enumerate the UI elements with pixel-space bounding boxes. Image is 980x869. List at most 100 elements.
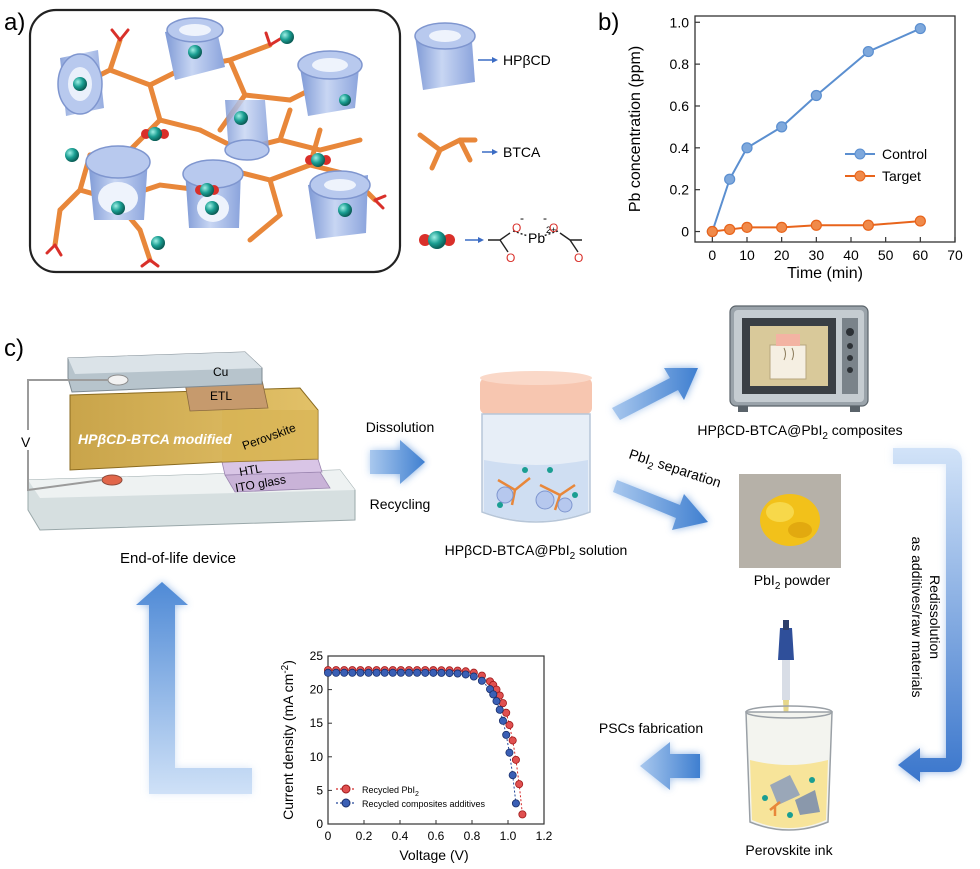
recycling-label: Recycling [370,496,431,512]
chart-c-ytick-label: 5 [316,783,323,797]
jv-data-point-1 [498,716,507,725]
voltage-label: V [21,434,31,450]
solution-vial [480,371,592,523]
voltage-label-bg [18,430,38,450]
data-point-control [776,121,788,133]
ink-caption: Perovskite ink [745,842,833,858]
carboxylate-structure [488,230,582,253]
chart-b-ytick-label: 0 [681,224,689,240]
chart-b-xtick-label: 70 [947,247,963,263]
o-minus-right: O [549,221,558,235]
jv-data-point-1 [469,672,478,681]
chart-b-xtick-label: 0 [708,247,716,263]
dissolution-label: Dissolution [366,419,434,435]
chart-b-xtick-label: 30 [809,247,825,263]
chart-c-ytick-label: 20 [310,683,324,697]
minus-right: - [543,211,547,225]
chart-b-ytick-label: 0.6 [670,98,690,114]
jv-data-point-1 [502,730,511,739]
chart-b-xtick-label: 10 [739,247,755,263]
device-caption: End-of-life device [120,550,236,567]
pb-charge-label: 2+ [546,225,556,235]
panel-a-label: a) [4,9,25,36]
chart-b-y-ticks: 00.20.40.60.81.0 [670,14,700,240]
jv-data-point-0 [508,736,517,745]
jv-data-point-1 [508,771,517,780]
jv-data-point-1 [437,668,446,677]
legend-complex-glyph [419,231,455,249]
jv-data-point-1 [340,668,349,677]
jv-data-point-1 [396,668,405,677]
return-arrow [136,582,252,794]
legend-hpbcd-glyph [414,22,476,90]
chart-b-xtick-label: 40 [843,247,859,263]
legend-hpbcd-label: HPβCD [503,52,551,68]
data-point-control [810,89,822,102]
o-minus-left: O [512,221,521,235]
chart-b-ylabel: Pb concentration (ppm) [627,46,644,212]
chart-c-ytick-label: 0 [316,817,323,831]
chart-b-ytick-label: 0.8 [670,56,690,72]
chart-c-ytick-label: 10 [310,750,324,764]
arrow-to-powder [613,480,708,530]
bottom-contact [101,474,123,486]
jv-data-point-1 [364,668,373,677]
jv-data-point-1 [323,668,332,677]
jv-data-point-1 [495,705,504,714]
chart-c-ylabel: Current density (mA cm-2) [280,660,296,820]
data-point-target [914,215,926,227]
jv-data-point-1 [511,799,520,808]
jv-data-point-1 [388,668,397,677]
htl-label: HTL [238,461,263,479]
panel-a: a) [4,8,583,274]
legend-control-marker [854,148,866,160]
chart-b-frame [694,15,956,243]
legend-recycled-composites-label: Recycled composites additives [362,799,486,809]
jv-data-point-1 [404,668,413,677]
chart-c-ytick-label: 15 [310,716,324,730]
chart-c-xtick-label: 0 [325,829,332,843]
pb-ions [65,30,352,250]
legend-btca-label: BTCA [503,144,541,160]
jv-data-point-0 [511,755,520,764]
legend-recycled-composites-marker [341,798,351,808]
jv-data-point-1 [445,669,454,678]
redissolution-label-2: as additives/raw materials [909,536,925,697]
pipette-icon [778,620,794,738]
chart-c-xtick-label: 0.2 [356,829,373,843]
jv-data-point-1 [380,668,389,677]
chart-b-legend: Control Target [845,146,927,184]
data-point-target [724,223,736,236]
etl-label: ETL [210,389,232,403]
microwave-oven [729,305,869,412]
legend-recycled-pbi2-marker [341,784,351,794]
jv-data-point-1 [332,668,341,677]
dissolution-arrow [370,440,425,484]
chart-b-ytick-label: 1.0 [670,14,690,30]
redissolution-bracket [893,448,962,782]
legend-control-label: Control [882,146,927,162]
chart-b-ytick-label: 0.2 [670,182,690,198]
chart-c-xtick-label: 1.0 [500,829,517,843]
panel-c: c) V Cu ETL Perov [4,305,962,863]
jv-data-point-1 [461,670,470,679]
panel-b-label: b) [598,9,619,36]
o-left: O [506,251,515,265]
o-right: O [574,251,583,265]
chart-c-xtick-label: 0.6 [428,829,445,843]
data-point-target [862,219,874,231]
panel-c-label: c) [4,335,24,362]
powder-caption: PbI2 powder [754,572,831,592]
pb-ion-label: Pb [528,230,545,246]
jv-data-point-1 [505,748,514,757]
jv-data-point-1 [413,668,422,677]
data-point-control [724,173,736,185]
redissolution-label: Redissolution [927,575,943,659]
jv-data-point-0 [502,708,511,717]
chart-c-series [323,666,527,819]
